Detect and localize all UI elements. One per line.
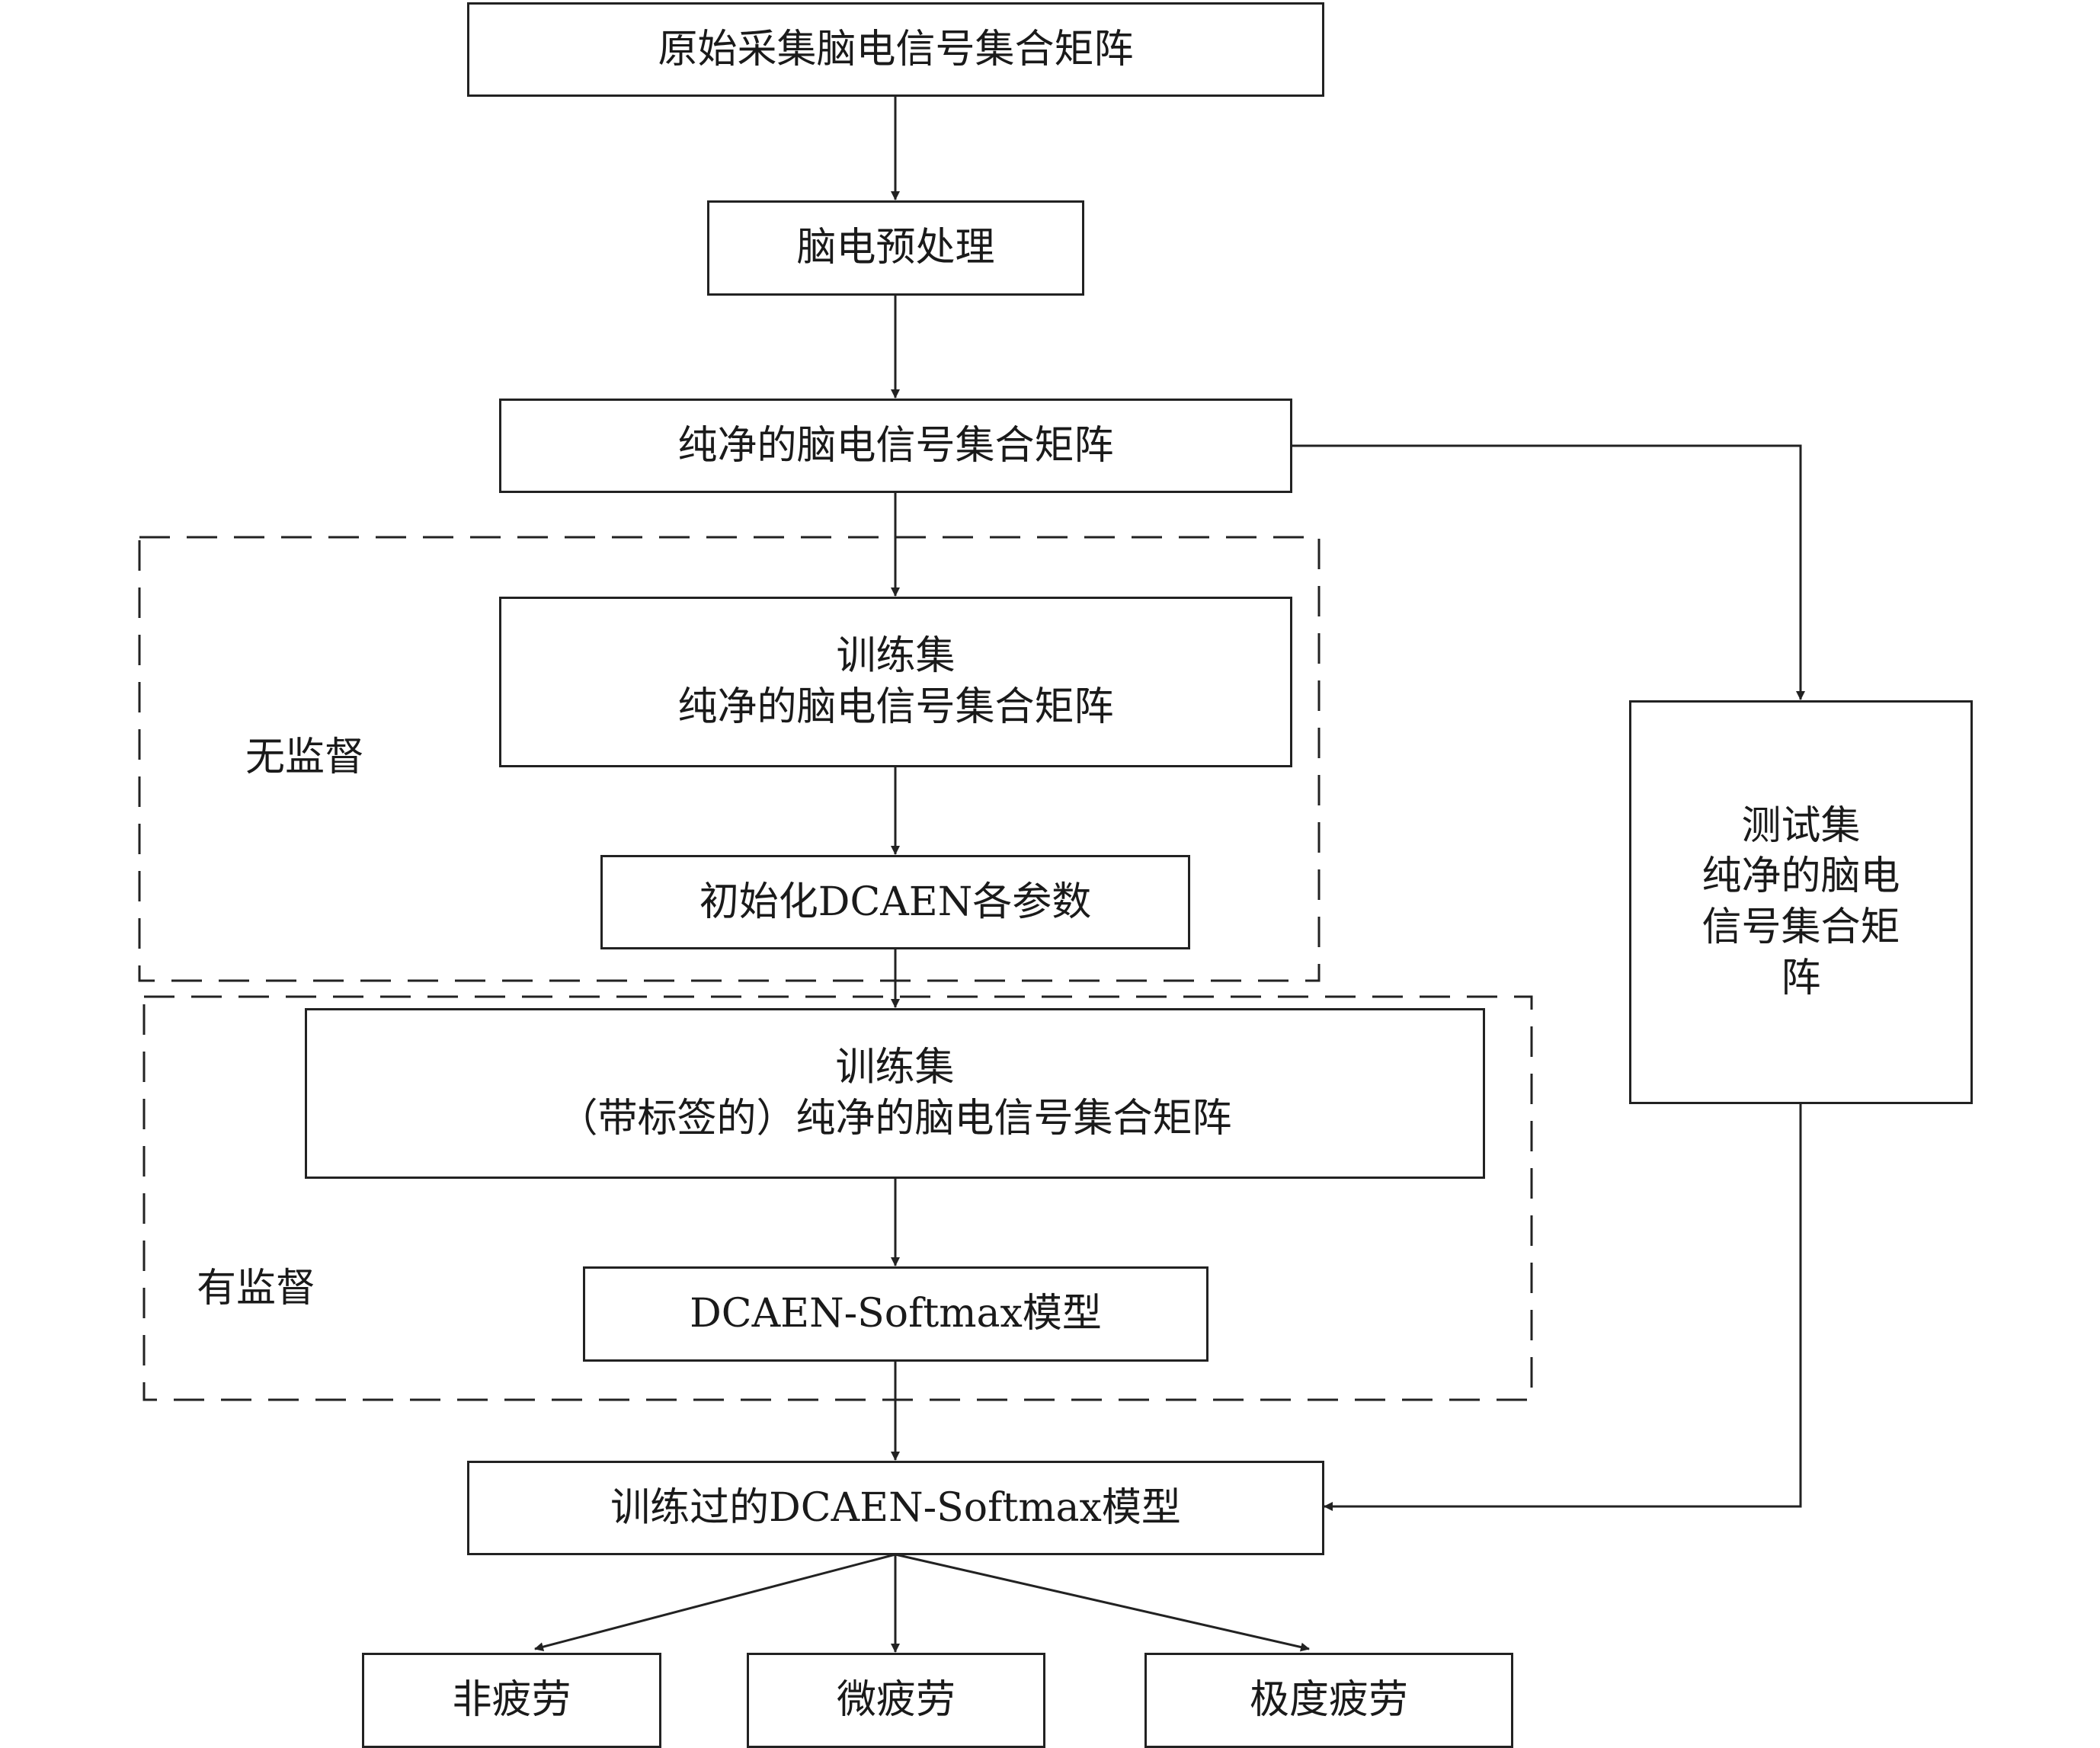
arrow-trained-to-none [534, 1553, 896, 1652]
output-extreme-fatigue-label: 极度疲劳 [1249, 1677, 1408, 1724]
model-node: DCAEN-Softmax模型 [583, 1266, 1208, 1362]
train-unsup-line-1: 训练集 [836, 633, 956, 680]
test-line-2: 纯净的脑电 [1701, 853, 1900, 900]
test-set-node: 测试集 纯净的脑电 信号集合矩 阵 [1629, 700, 1973, 1104]
output-slight-fatigue-label: 微疲劳 [836, 1677, 956, 1724]
train-sup-line-1: 训练集 [835, 1045, 955, 1091]
init-params-node: 初始化DCAEN各参数 [600, 855, 1190, 949]
train-unsup-node: 训练集 纯净的脑电信号集合矩阵 [499, 597, 1292, 767]
test-line-3: 信号集合矩 [1701, 904, 1900, 950]
raw-eeg-matrix-node: 原始采集脑电信号集合矩阵 [467, 2, 1324, 97]
raw-eeg-matrix-label: 原始采集脑电信号集合矩阵 [658, 26, 1134, 72]
arrow-clean-to-test [1292, 444, 1805, 700]
unsupervised-region [138, 536, 1321, 982]
train-unsup-line-2: 纯净的脑电信号集合矩阵 [677, 684, 1114, 730]
preprocess-label: 脑电预处理 [796, 225, 995, 271]
output-non-fatigue-label: 非疲劳 [452, 1677, 571, 1724]
clean-eeg-matrix-node: 纯净的脑电信号集合矩阵 [499, 399, 1292, 493]
output-extreme-fatigue-node: 极度疲劳 [1144, 1653, 1513, 1748]
preprocess-node: 脑电预处理 [707, 200, 1084, 296]
trained-model-node: 训练过的DCAEN-Softmax模型 [467, 1461, 1324, 1555]
trained-model-label: 训练过的DCAEN-Softmax模型 [610, 1484, 1181, 1531]
train-sup-node: 训练集 （带标签的）纯净的脑电信号集合矩阵 [305, 1008, 1485, 1179]
init-params-label: 初始化DCAEN各参数 [699, 879, 1092, 925]
clean-eeg-matrix-label: 纯净的脑电信号集合矩阵 [677, 422, 1114, 469]
supervised-region [142, 995, 1533, 1401]
supervised-label: 有监督 [197, 1266, 316, 1311]
train-sup-line-2: （带标签的）纯净的脑电信号集合矩阵 [558, 1096, 1232, 1141]
output-slight-fatigue-node: 微疲劳 [747, 1653, 1045, 1748]
unsupervised-label: 无监督 [245, 735, 365, 780]
model-label: DCAEN-Softmax模型 [690, 1291, 1102, 1337]
output-non-fatigue-node: 非疲劳 [362, 1653, 661, 1748]
test-line-4: 阵 [1781, 955, 1821, 1001]
arrow-test-to-trained [1324, 1103, 1802, 1511]
test-line-1: 测试集 [1741, 802, 1861, 849]
arrow-trained-to-extreme [895, 1553, 1310, 1652]
